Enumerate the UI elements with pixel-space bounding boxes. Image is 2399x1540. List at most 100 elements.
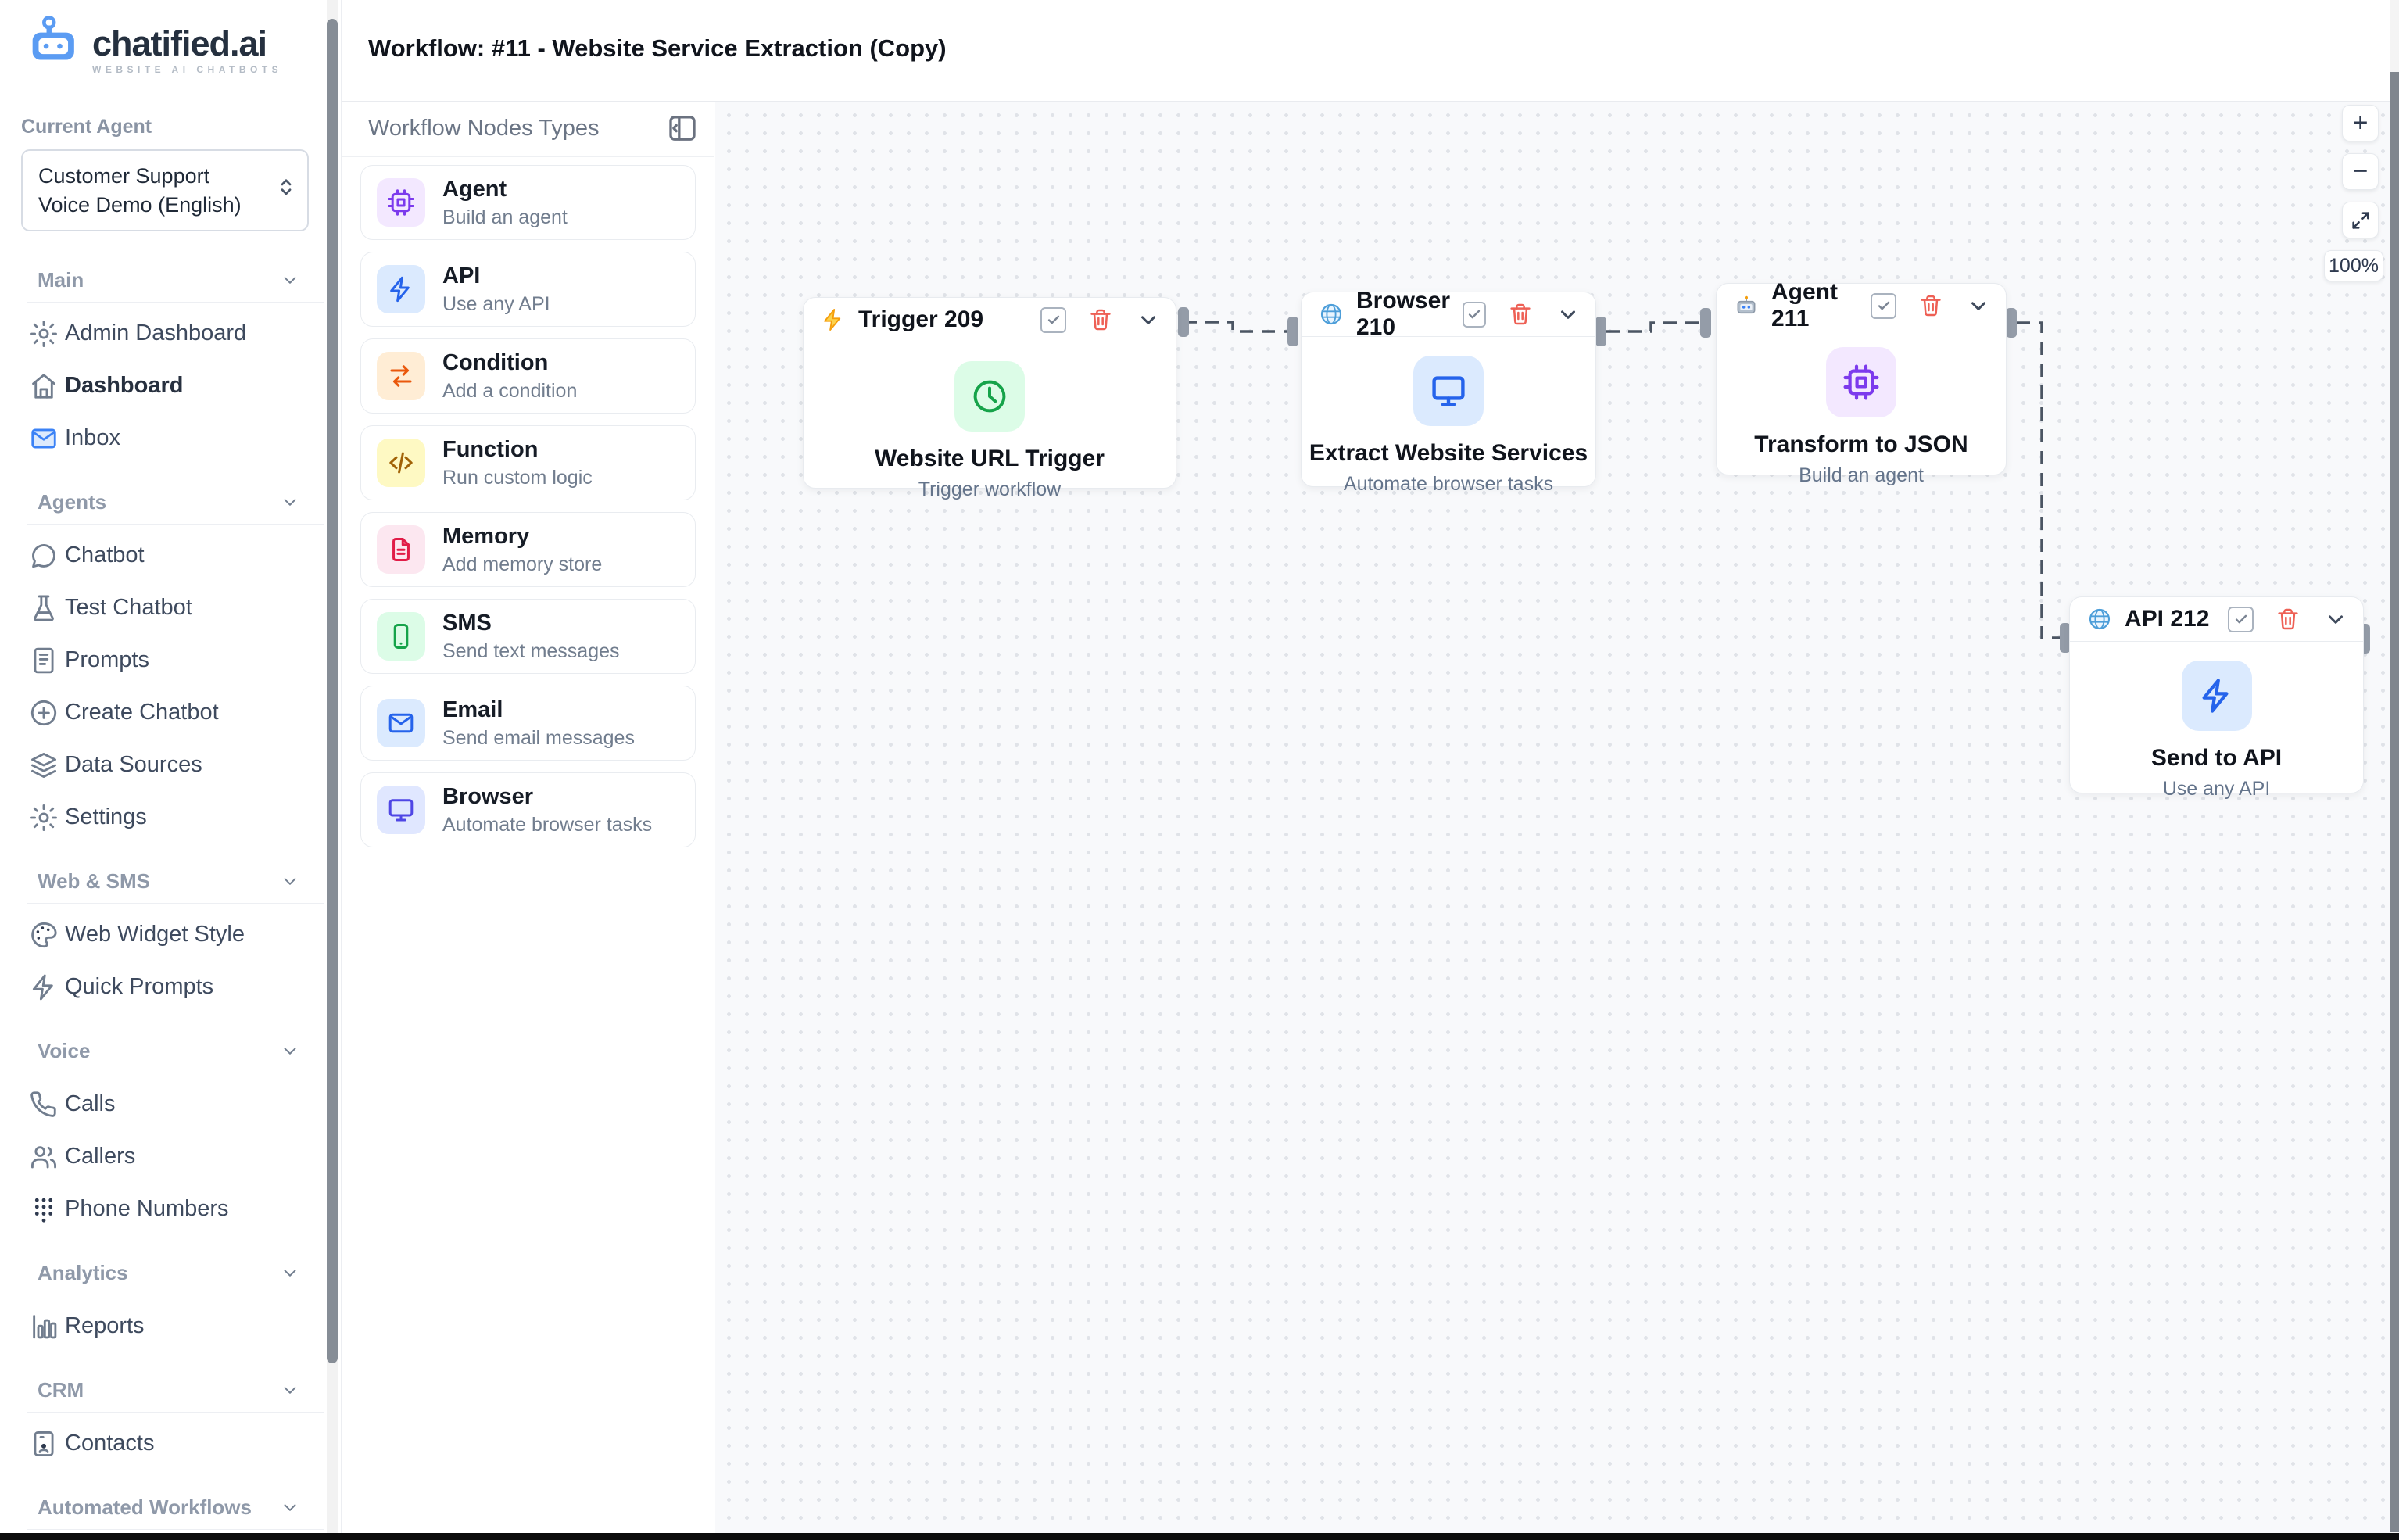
node-checkbox[interactable]	[1463, 301, 1486, 328]
contact-card-icon	[34, 1431, 54, 1456]
brand-tagline: WEBSITE AI CHATBOTS	[92, 64, 283, 76]
edge-browser-agent	[1606, 321, 1700, 333]
trash-icon[interactable]	[1088, 307, 1113, 332]
sidebar-item-quick-prompts[interactable]: Quick Prompts	[0, 961, 341, 1013]
node-checkbox[interactable]	[1871, 292, 1896, 319]
robot-icon	[1737, 295, 1756, 314]
fit-view-button[interactable]	[2342, 202, 2379, 238]
chevron-down-icon[interactable]	[1556, 303, 1580, 326]
sidebar-scrollbar[interactable]	[327, 0, 338, 1540]
chevron-down-icon[interactable]	[2324, 607, 2347, 631]
node-trigger-209[interactable]: Trigger 209 Website URL Trigger Trigger …	[803, 297, 1176, 500]
sidebar-item-calls[interactable]: Calls	[0, 1078, 341, 1130]
sidebar-section-voice[interactable]: Voice	[0, 1033, 341, 1068]
node-body-desc: Trigger workflow	[918, 478, 1062, 500]
edge-agent-api	[2017, 321, 2060, 639]
sidebar-item-inbox[interactable]: Inbox	[0, 412, 341, 464]
bar-chart-icon	[33, 1314, 57, 1338]
sidebar-item-admin-dashboard[interactable]: Admin Dashboard	[0, 307, 341, 360]
gear-icon	[30, 804, 57, 831]
zoom-out-button[interactable]: −	[2342, 153, 2379, 190]
chevron-down-icon	[284, 1270, 296, 1277]
node-title: Browser 210	[1356, 288, 1451, 340]
users-icon	[31, 1145, 56, 1169]
sidebar-item-prompts[interactable]: Prompts	[0, 634, 341, 686]
arrows-swap-icon	[377, 352, 425, 400]
page-scrollbar[interactable]	[2390, 0, 2399, 1540]
node-checkbox[interactable]	[1040, 306, 1066, 333]
connector-handle[interactable]	[1595, 317, 1606, 346]
smartphone-icon	[377, 612, 425, 661]
sidebar-item-create-chatbot[interactable]: Create Chatbot	[0, 686, 341, 739]
connector-handle[interactable]	[1287, 317, 1298, 346]
connector-handle[interactable]	[1178, 307, 1189, 337]
page-scrollbar-thumb[interactable]	[2390, 72, 2399, 1532]
zoom-level-badge: 100%	[2324, 250, 2383, 281]
bolt-icon	[2181, 661, 2252, 731]
divider	[27, 524, 324, 525]
node-title: API 212	[2125, 606, 2210, 632]
panel-title: Workflow Nodes Types	[368, 115, 600, 141]
sidebar-section-main[interactable]: Main	[0, 263, 341, 297]
sidebar-item-settings[interactable]: Settings	[0, 791, 341, 843]
trash-icon[interactable]	[1508, 302, 1533, 327]
sidebar-item-contacts[interactable]: Contacts	[0, 1417, 341, 1470]
node-body-desc: Use any API	[2162, 778, 2271, 800]
panel-left-close-icon	[669, 116, 696, 141]
agent-select[interactable]: Customer Support Voice Demo (English)	[21, 149, 309, 232]
dialpad-icon	[34, 1198, 53, 1223]
home-icon	[32, 373, 55, 399]
chevron-down-icon[interactable]	[1967, 294, 1990, 317]
chevron-down-icon[interactable]	[1137, 308, 1160, 331]
node-title: Trigger 209	[858, 306, 984, 332]
lightning-icon	[824, 309, 841, 331]
chevron-down-icon	[284, 1387, 296, 1394]
panel-collapse-button[interactable]	[665, 111, 700, 145]
sidebar-section-web-sms[interactable]: Web & SMS	[0, 864, 341, 898]
sidebar-section-analytics[interactable]: Analytics	[0, 1255, 341, 1290]
lightning-icon	[32, 974, 53, 1001]
brand-logo[interactable]: chatified.ai WEBSITE AI CHATBOTS	[30, 14, 341, 75]
zoom-in-button[interactable]: +	[2342, 105, 2379, 141]
sidebar-item-chatbot[interactable]: Chatbot	[0, 529, 341, 582]
chevron-down-icon	[284, 1504, 296, 1511]
sidebar-scrollbar-thumb[interactable]	[327, 19, 338, 1363]
sidebar-item-web-widget-style[interactable]: Web Widget Style	[0, 908, 341, 961]
sidebar-section-automated-workflows[interactable]: Automated Workflows	[0, 1490, 341, 1524]
trash-icon[interactable]	[1918, 293, 1943, 318]
globe-icon	[1320, 303, 1342, 325]
brand-name: chatified.ai	[92, 23, 267, 63]
sidebar-item-dashboard[interactable]: Dashboard	[0, 360, 341, 412]
divider	[342, 156, 714, 157]
node-checkbox[interactable]	[2228, 606, 2254, 632]
workflow-canvas[interactable]: Trigger 209 Website URL Trigger Trigger …	[715, 102, 2399, 1540]
sidebar-item-test-chatbot[interactable]: Test Chatbot	[0, 582, 341, 634]
agent-select-value: Customer Support Voice Demo (English)	[38, 164, 242, 217]
sidebar-section-agents[interactable]: Agents	[0, 485, 341, 519]
monitor-icon	[1413, 356, 1484, 426]
divider	[27, 1529, 324, 1531]
sidebar-item-data-sources[interactable]: Data Sources	[0, 739, 341, 791]
connector-handle[interactable]	[1700, 308, 1711, 338]
node-browser-210[interactable]: Browser 210 Extract Website Services Aut…	[1301, 288, 1596, 495]
sidebar-section-crm[interactable]: CRM	[0, 1373, 341, 1407]
connector-handle[interactable]	[2006, 308, 2017, 338]
sidebar-item-phone-numbers[interactable]: Phone Numbers	[0, 1183, 341, 1235]
plus-circle-icon	[30, 700, 57, 725]
trash-icon[interactable]	[2275, 607, 2301, 632]
sidebar-item-callers[interactable]: Callers	[0, 1130, 341, 1183]
sidebar-item-reports[interactable]: Reports	[0, 1300, 341, 1352]
palette-icon	[31, 922, 57, 947]
node-agent-211[interactable]: Agent 211 Transform to JSON Build an age…	[1716, 279, 2007, 486]
connector-handle[interactable]	[2060, 623, 2071, 653]
mail-icon	[377, 699, 425, 747]
node-api-212[interactable]: API 212 Send to API Use any API	[2069, 596, 2364, 800]
